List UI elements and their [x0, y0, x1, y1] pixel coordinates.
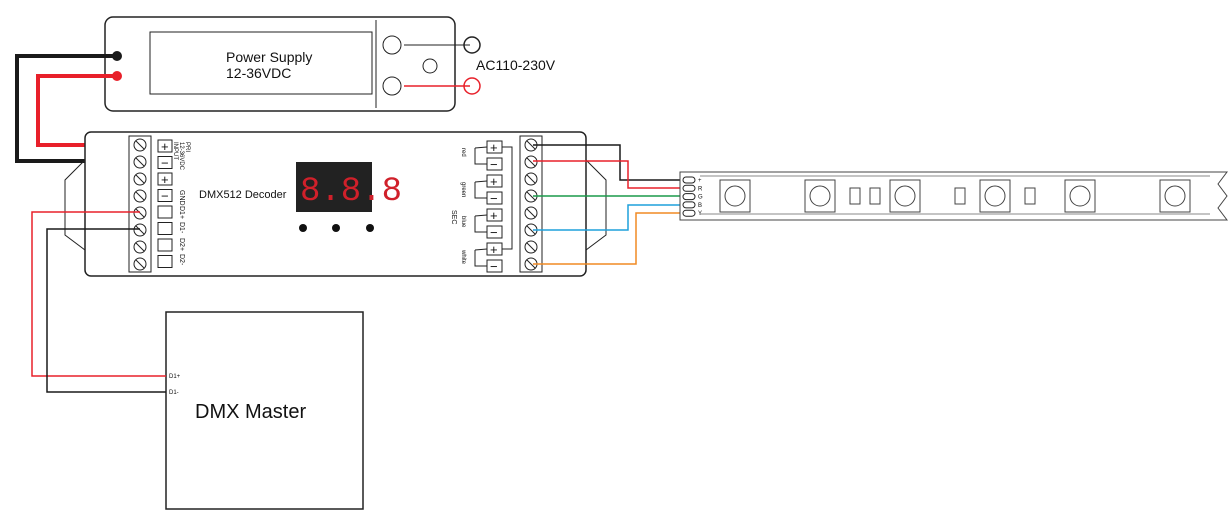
svg-text:−: −: [490, 259, 498, 274]
dmx-pin-label: GND: [178, 190, 185, 206]
button-m[interactable]: [299, 224, 307, 232]
channel-label-blue: blue: [460, 216, 466, 228]
button-down[interactable]: [332, 224, 340, 232]
dmx-master: [165, 311, 364, 510]
channel-label-green: green: [460, 182, 466, 197]
dmx-pin-label: D1+: [178, 206, 185, 219]
wire-dmx-plus: [31, 211, 166, 377]
pri-label: PRI: [184, 142, 190, 152]
svg-text:+: +: [490, 242, 498, 257]
svg-text:+: +: [490, 140, 498, 155]
ac-input-label: AC110-230V: [476, 57, 556, 73]
svg-text:+: +: [490, 174, 498, 189]
polarity-sign: +: [161, 172, 169, 187]
dmx-pin-label: D1-: [178, 222, 185, 234]
polarity-sign: −: [161, 156, 169, 171]
wire-dmx-minus: [46, 228, 166, 393]
strip-pin-label: R: [698, 186, 703, 192]
led-display: [296, 162, 372, 212]
dmx-master-pin-d1minus: D1-: [169, 390, 179, 396]
live-terminal-icon: [463, 77, 481, 95]
polarity-sign: +: [161, 139, 169, 154]
svg-text:−: −: [490, 225, 498, 240]
input-label: INPUT: [172, 142, 178, 160]
neutral-terminal-icon: [463, 36, 481, 54]
svg-text:−: −: [490, 157, 498, 172]
svg-text:−: −: [490, 191, 498, 206]
input-voltage-label: 12-36VDC: [178, 142, 184, 171]
channel-label-white: white: [460, 249, 466, 265]
strip-pin-label: +: [698, 178, 702, 184]
dmx-pin-label: D2+: [178, 238, 185, 251]
dmx-master-pin-d1plus: D1+: [169, 374, 181, 380]
resistor: [1024, 187, 1036, 205]
resistor: [849, 187, 861, 205]
dmx-decoder: 8.8.8 DMX512 Decoder INPUT 12-36VDC PRI …: [64, 131, 607, 277]
polarity-sign: −: [161, 189, 169, 204]
resistor: [869, 187, 881, 205]
power-supply: Power Supply 12-36VDC AC110-230V: [104, 16, 556, 112]
power-supply-title: Power Supply: [226, 49, 312, 65]
strip-pin-label: B: [698, 203, 702, 209]
dmx-pin-label: D2-: [178, 254, 185, 266]
wire-negative: [15, 54, 142, 163]
strip-pin-label: G: [698, 195, 703, 201]
display-digits: 8.8.8: [300, 173, 402, 211]
sec-label: SEC: [450, 210, 457, 224]
power-supply-voltage: 12-36VDC: [226, 65, 291, 81]
decoder-title: DMX512 Decoder: [199, 189, 287, 201]
resistor: [954, 187, 966, 205]
button-up[interactable]: [366, 224, 374, 232]
dmx-master-title: DMX Master: [195, 401, 306, 423]
svg-text:+: +: [490, 208, 498, 223]
channel-label-red: red: [460, 148, 466, 157]
